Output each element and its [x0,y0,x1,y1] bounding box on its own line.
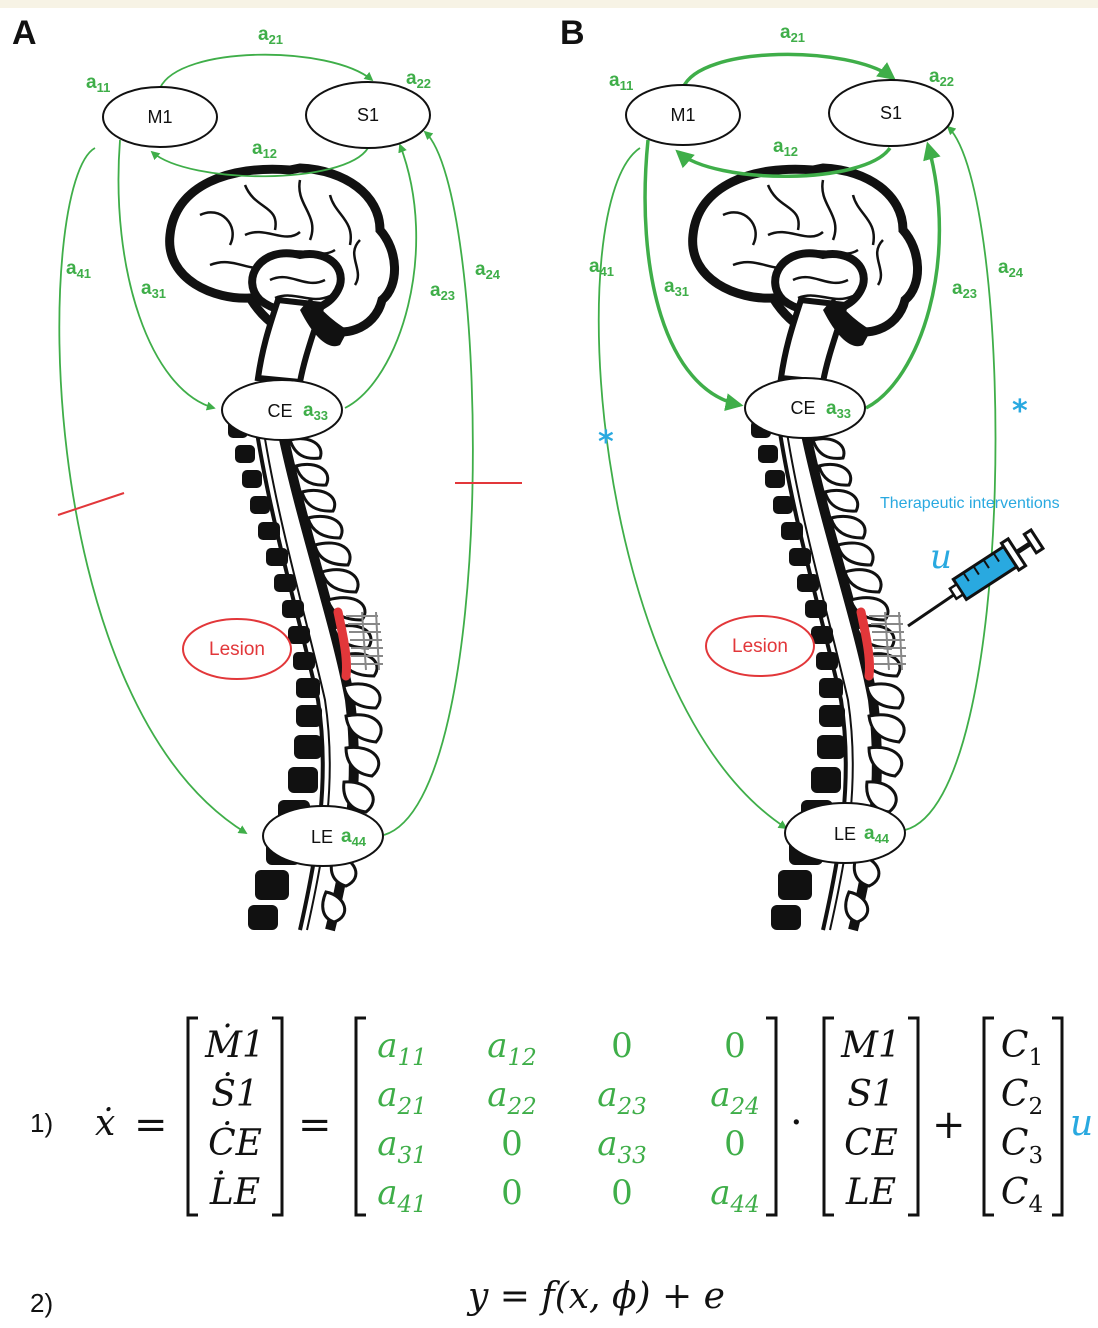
panel-b-coef-a24: a24 [998,257,1024,280]
therapeutic-interventions-label: Therapeutic interventions [880,495,1060,512]
matrix-cell-r4-c2: 0 [501,1173,523,1213]
matrix-cell-r2-c2: a22 [487,1075,537,1120]
deriv-m1: Ṁ1 [204,1024,265,1066]
panel-b-s1-label: S1 [880,103,902,123]
panel-b-star-left: * [598,425,614,460]
input-coef-c4: C4 [1001,1172,1043,1218]
panel-b-coef-a23: a23 [952,278,977,301]
matrix-cell-r2-c3: a23 [597,1075,647,1120]
panel-a-m1-label: M1 [147,107,172,127]
panel-b-le-label: LE [834,824,856,844]
panel-b-star-right: * [1012,394,1028,429]
matrix-cell-r3-c4: 0 [724,1124,746,1164]
panel-a-coef-a41: a41 [66,258,91,281]
panel-a-coef-a23: a23 [430,280,455,303]
panel-b-coef-a12: a12 [773,136,798,159]
state-ce: CE [844,1123,898,1164]
panel-b-letter: B [560,14,585,52]
matrix-cell-r1-c3: 0 [611,1026,633,1066]
panel-b-lesion-label: Lesion [732,636,788,657]
input-coef-c2: C2 [1001,1074,1043,1120]
panel-a-letter: A [12,14,37,52]
panel-a: A [12,14,522,930]
matrix-cell-r4-c3: 0 [611,1173,633,1213]
panel-a-ce-label: CE [267,401,292,421]
panel-a-lesion-label: Lesion [209,639,265,660]
panel-a-coef-a12: a12 [252,138,277,161]
matrix-cell-r1-c1: a11 [377,1026,427,1071]
matrix-cell-r3-c1: a31 [377,1124,427,1169]
equation-1-equals-a: = [134,1102,168,1148]
matrix-cell-r3-c2: 0 [501,1124,523,1164]
input-coef-c1: C1 [1001,1025,1043,1071]
matrix-cell-r3-c3: a33 [597,1124,647,1169]
input-coef-c3: C3 [1001,1123,1043,1169]
matrix-cell-r4-c1: a41 [377,1173,427,1218]
equation-1-number: 1) [30,1108,53,1138]
equation-1-plus: + [932,1102,966,1148]
deriv-s1: Ṡ1 [211,1073,259,1115]
equation-1-lhs: ẋ [95,1103,115,1144]
state-m1: M1 [840,1025,901,1066]
equation-2-body: y = f(x, ϕ) + e [466,1276,725,1317]
deriv-ce: ĊE [208,1122,262,1164]
panel-b-coef-a22: a22 [929,66,954,89]
panel-a-le-label: LE [311,827,333,847]
matrix-cell-r1-c4: 0 [724,1026,746,1066]
panel-a-coef-a24: a24 [475,259,501,282]
panel-a-coef-a11: a11 [86,72,110,95]
intervention-u-label: u [930,537,952,577]
state-s1: S1 [847,1074,895,1115]
panel-b: B M1 [560,14,1060,930]
matrix-cell-r2-c4: a24 [710,1075,760,1120]
panel-b-coef-a11: a11 [609,70,633,93]
panel-b-m1-label: M1 [670,105,695,125]
panel-a-cut-left [58,493,124,515]
equation-1-equals-b: = [298,1102,332,1148]
panel-b-coef-a21: a21 [780,22,805,45]
equation-1-input: u [1070,1103,1093,1144]
state-le: LE [845,1172,896,1213]
equation-1-dot: · [790,1100,803,1146]
equation-2: 2) y = f(x, ϕ) + e [30,1276,725,1318]
panel-a-coef-a22: a22 [406,68,431,91]
panel-b-coef-a31: a31 [664,276,689,299]
matrix-cell-r4-c4: a44 [710,1173,760,1218]
matrix-cell-r1-c2: a12 [487,1026,537,1071]
panel-a-coef-a21: a21 [258,24,283,47]
panel-a-s1-label: S1 [357,105,379,125]
panel-a-coef-a31: a31 [141,278,166,301]
matrix-cell-r2-c1: a21 [377,1075,427,1120]
syringe-icon [908,526,1046,626]
deriv-le: L̇E [209,1171,260,1213]
equation-2-number: 2) [30,1288,53,1318]
panel-b-ce-label: CE [790,398,815,418]
